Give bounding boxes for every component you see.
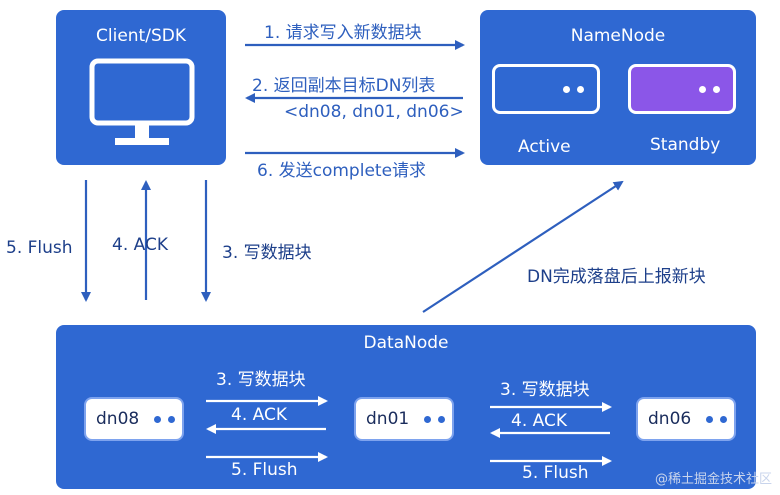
indicator-dot (168, 416, 175, 423)
step2-list-label: <dn08, dn01, dn06> (284, 102, 464, 122)
namenode-title: NameNode (570, 26, 666, 46)
monitor-icon (89, 58, 195, 145)
indicator-dot (699, 86, 706, 93)
flush-label: 5. Flush (6, 238, 73, 258)
active-server (492, 64, 600, 114)
step1-label: 1. 请求写入新数据块 (264, 23, 422, 43)
indicator-dot (720, 416, 727, 423)
standby-label: Standby (650, 135, 721, 155)
report-label: DN完成落盘后上报新块 (527, 267, 706, 287)
dn01-server: dn01 (354, 397, 454, 441)
dn08-label: dn08 (96, 409, 140, 429)
pipe-write-label-2: 3. 写数据块 (500, 380, 590, 400)
write-label: 3. 写数据块 (222, 243, 312, 263)
pipe-flush-label-2: 5. Flush (522, 463, 589, 483)
pipeline-arrows (206, 396, 612, 466)
indicator-dot (424, 416, 431, 423)
indicator-dot (577, 86, 584, 93)
active-label: Active (518, 137, 571, 157)
indicator-dot (706, 416, 713, 423)
indicator-dot (154, 416, 161, 423)
step6-label: 6. 发送complete请求 (257, 161, 427, 181)
datanode-box: DataNode dn08 dn01 dn06 3. 写数据块 4. ACK 5… (56, 325, 756, 489)
pipe-write-label-1: 3. 写数据块 (216, 370, 306, 390)
watermark: @稀土掘金技术社区 (654, 472, 772, 487)
dn01-label: dn01 (366, 409, 410, 429)
pipe-ack-label-1: 4. ACK (231, 405, 287, 425)
standby-server (628, 64, 736, 114)
namenode-box: NameNode Active Standby (480, 10, 756, 165)
arrow-report (422, 180, 624, 313)
step2-label: 2. 返回副本目标DN列表 (252, 76, 436, 96)
client-sdk-box: Client/SDK (56, 10, 226, 165)
pipe-ack-label-2: 4. ACK (511, 411, 567, 431)
indicator-dot (713, 86, 720, 93)
datanode-title: DataNode (363, 333, 449, 353)
client-sdk-title: Client/SDK (96, 26, 186, 46)
dn08-server: dn08 (84, 397, 184, 441)
indicator-dot (563, 86, 570, 93)
pipe-flush-label-1: 5. Flush (231, 460, 298, 480)
indicator-dot (438, 416, 445, 423)
ack-label: 4. ACK (112, 235, 168, 255)
dn06-label: dn06 (648, 409, 692, 429)
dn06-server: dn06 (636, 397, 736, 441)
